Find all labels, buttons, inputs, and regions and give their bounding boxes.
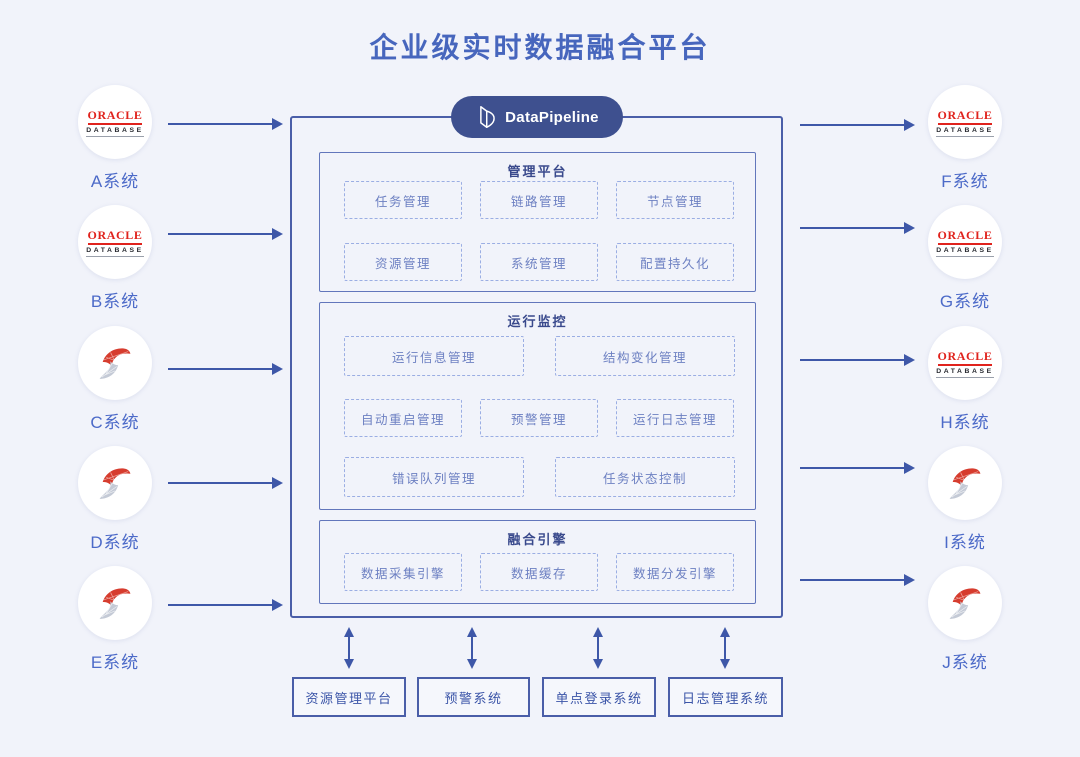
- oracle-database-wordmark: DATABASE: [936, 368, 994, 379]
- brand-name: DataPipeline: [505, 108, 599, 126]
- sql-server-swoosh: [99, 348, 131, 379]
- sql-server-icon: [928, 566, 1002, 640]
- system-f: ORACLE DATABASE F系统: [920, 85, 1010, 192]
- module-box: 数据缓存: [480, 553, 598, 591]
- system-label: F系统: [941, 172, 989, 191]
- oracle-database-wordmark: DATABASE: [86, 127, 144, 138]
- bottom-box-resource-platform: 资源管理平台: [292, 677, 406, 717]
- oracle-database-wordmark: DATABASE: [86, 247, 144, 258]
- oracle-wordmark: ORACLE: [937, 109, 993, 125]
- platform-outer-box: 管理平台 任务管理 链路管理 节点管理 资源管理 系统管理 配置持久化 运行监控…: [290, 116, 783, 618]
- system-e: E系统: [70, 566, 160, 673]
- module-box: 系统管理: [480, 243, 598, 281]
- oracle-database-icon: ORACLE DATABASE: [78, 85, 152, 159]
- oracle-wordmark: ORACLE: [87, 109, 143, 125]
- sql-server-swoosh: [949, 588, 981, 619]
- arrow-platform-to-g: [800, 222, 915, 234]
- arrow-platform-resource-platform: [344, 627, 354, 669]
- system-a: ORACLE DATABASE A系统: [70, 85, 160, 192]
- system-label: I系统: [944, 533, 986, 552]
- system-label: E系统: [90, 653, 140, 672]
- sql-server-icon: [78, 566, 152, 640]
- arrow-platform-sso-system: [593, 627, 603, 669]
- arrow-c-to-platform: [168, 363, 283, 375]
- system-j: J系统: [920, 566, 1010, 673]
- oracle-wordmark: ORACLE: [87, 229, 143, 245]
- arrow-platform-to-f: [800, 119, 915, 131]
- oracle-wordmark: ORACLE: [937, 229, 993, 245]
- module-box: 自动重启管理: [344, 399, 462, 437]
- arrow-platform-to-i: [800, 462, 915, 474]
- bottom-box-sso-system: 单点登录系统: [542, 677, 656, 717]
- arrow-b-to-platform: [168, 228, 283, 240]
- module-box: 运行日志管理: [616, 399, 734, 437]
- system-b: ORACLE DATABASE B系统: [70, 205, 160, 312]
- system-i: I系统: [920, 446, 1010, 553]
- module-box: 错误队列管理: [344, 457, 524, 497]
- system-label: D系统: [90, 533, 140, 552]
- module-box: 资源管理: [344, 243, 462, 281]
- module-box: 任务管理: [344, 181, 462, 219]
- bottom-box-log-system: 日志管理系统: [668, 677, 783, 717]
- system-label: B系统: [90, 292, 140, 311]
- oracle-wordmark: ORACLE: [937, 350, 993, 366]
- bottom-box-alert-system: 预警系统: [417, 677, 530, 717]
- arrow-e-to-platform: [168, 599, 283, 611]
- arrow-platform-to-h: [800, 354, 915, 366]
- datapipeline-logo-icon: [480, 106, 495, 128]
- sql-server-icon: [78, 326, 152, 400]
- system-label: C系统: [90, 413, 140, 432]
- arrow-platform-log-system: [720, 627, 730, 669]
- module-box: 数据分发引擎: [616, 553, 734, 591]
- sql-server-icon: [928, 446, 1002, 520]
- system-label: H系统: [940, 413, 990, 432]
- sql-server-icon: [78, 446, 152, 520]
- section-title: 融合引擎: [507, 532, 568, 547]
- module-box: 结构变化管理: [555, 336, 735, 376]
- section-title: 管理平台: [507, 164, 568, 179]
- section-management-platform: 管理平台 任务管理 链路管理 节点管理 资源管理 系统管理 配置持久化: [319, 152, 756, 292]
- module-box: 任务状态控制: [555, 457, 735, 497]
- module-box: 数据采集引擎: [344, 553, 462, 591]
- system-g: ORACLE DATABASE G系统: [920, 205, 1010, 312]
- page-title: 企业级实时数据融合平台: [369, 32, 711, 63]
- system-d: D系统: [70, 446, 160, 553]
- arrow-d-to-platform: [168, 477, 283, 489]
- oracle-database-icon: ORACLE DATABASE: [928, 205, 1002, 279]
- sql-server-swoosh: [99, 468, 131, 499]
- module-box: 预警管理: [480, 399, 598, 437]
- datapipeline-brand-pill: DataPipeline: [451, 96, 623, 138]
- oracle-database-icon: ORACLE DATABASE: [928, 326, 1002, 400]
- system-label: J系统: [942, 653, 988, 672]
- module-box: 链路管理: [480, 181, 598, 219]
- module-box: 运行信息管理: [344, 336, 524, 376]
- system-h: ORACLE DATABASE H系统: [920, 326, 1010, 433]
- sql-server-swoosh: [949, 468, 981, 499]
- system-c: C系统: [70, 326, 160, 433]
- section-title: 运行监控: [507, 314, 568, 329]
- section-fusion-engine: 融合引擎 数据采集引擎 数据缓存 数据分发引擎: [319, 520, 756, 604]
- oracle-database-icon: ORACLE DATABASE: [928, 85, 1002, 159]
- oracle-database-icon: ORACLE DATABASE: [78, 205, 152, 279]
- module-box: 节点管理: [616, 181, 734, 219]
- oracle-database-wordmark: DATABASE: [936, 127, 994, 138]
- arrow-platform-to-j: [800, 574, 915, 586]
- sql-server-swoosh: [99, 588, 131, 619]
- module-box: 配置持久化: [616, 243, 734, 281]
- system-label: G系统: [939, 292, 991, 311]
- system-label: A系统: [90, 172, 140, 191]
- section-operation-monitoring: 运行监控 运行信息管理 结构变化管理 自动重启管理 预警管理 运行日志管理 错误…: [319, 302, 756, 510]
- oracle-database-wordmark: DATABASE: [936, 247, 994, 258]
- arrow-a-to-platform: [168, 118, 283, 130]
- arrow-platform-alert-system: [467, 627, 477, 669]
